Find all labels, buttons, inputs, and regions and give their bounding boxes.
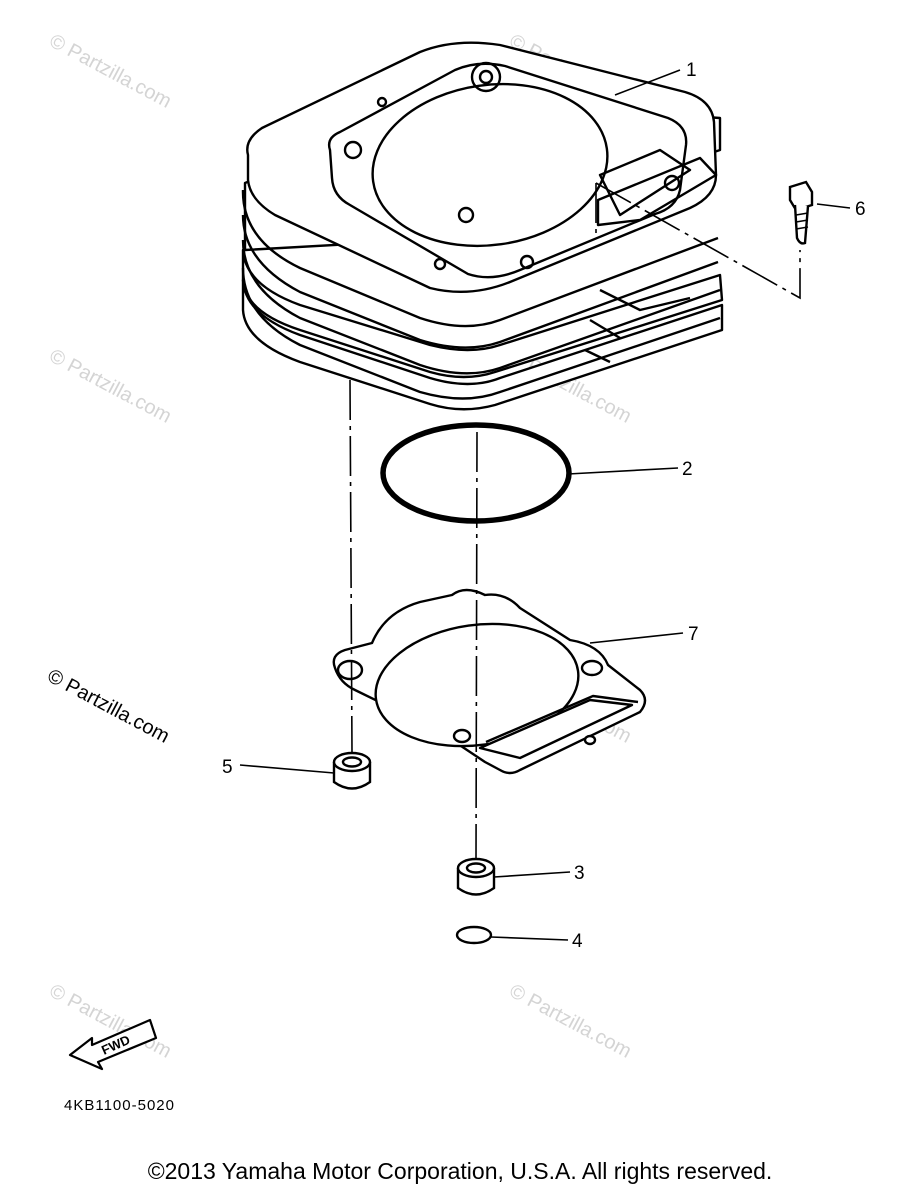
callout-3: 3 <box>574 863 585 884</box>
watermark: © Partzilla.com <box>506 980 635 1063</box>
part-bolt <box>788 180 814 245</box>
part-cylinder <box>241 41 724 411</box>
part-o-ring <box>380 422 572 524</box>
watermark: © Partzilla.com <box>46 345 175 428</box>
callout-6: 6 <box>855 199 866 220</box>
callouts: 1 2 3 4 5 6 7 <box>222 60 866 952</box>
part-dowel-pin-5 <box>332 751 372 790</box>
callout-4: 4 <box>572 931 583 952</box>
watermark: © Partzilla.com <box>46 30 175 113</box>
callout-5: 5 <box>222 757 233 778</box>
part-o-ring-small <box>455 925 493 945</box>
part-gasket <box>332 588 647 775</box>
diagram-code: 4KB1100-5020 <box>64 1097 175 1114</box>
callout-7: 7 <box>688 624 699 645</box>
leader-lines <box>239 69 851 941</box>
callout-1: 1 <box>686 60 697 81</box>
assembly-lines <box>349 182 801 861</box>
watermark-dark: © Partzilla.com <box>44 665 173 748</box>
part-dowel-pin-3 <box>456 857 496 896</box>
callout-2: 2 <box>682 459 693 480</box>
copyright-notice: ©2013 Yamaha Motor Corporation, U.S.A. A… <box>147 1158 773 1184</box>
